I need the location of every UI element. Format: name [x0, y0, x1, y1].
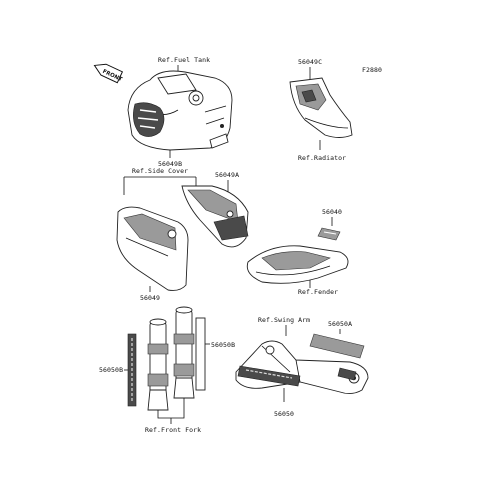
ref-fender-label: Ref.Fender: [298, 288, 338, 296]
ref-fuel-tank-label: Ref.Fuel Tank: [158, 56, 210, 64]
front-arrow-icon: FRONT: [93, 63, 123, 84]
radiator-shroud-part: [289, 77, 353, 138]
side-cover-right-part: [181, 185, 249, 248]
decal-56050-part: [237, 365, 301, 387]
ref-side-cover-label: Ref.Side Cover: [132, 167, 188, 175]
part-56050-label: 56050: [274, 410, 294, 418]
rear-fender-part: [246, 245, 349, 284]
decal-56050B-left-part: [127, 333, 137, 407]
decal-56049B-part: [133, 102, 165, 137]
leader-line: [157, 398, 185, 424]
decal-56050A-part: [309, 333, 365, 359]
decal-56050B-right-part: [195, 317, 206, 391]
part-56049-label: 56049: [140, 294, 160, 302]
part-56049B-label: 56049B: [158, 160, 182, 168]
part-56040-label: 56040: [322, 208, 342, 216]
part-56050A-label: 56050A: [328, 320, 352, 328]
ref-swing-arm-label: Ref.Swing Arm: [258, 316, 310, 324]
fork-tube-left-part: [147, 318, 169, 411]
part-56049A-label: 56049A: [215, 171, 239, 179]
part-56050B-left-label: 56050B: [99, 366, 123, 374]
part-56049C-label: 56049C: [298, 58, 322, 66]
ref-front-fork-label: Ref.Front Fork: [145, 426, 201, 434]
part-56050B-right-label: 56050B: [211, 341, 235, 349]
fork-tube-right-part: [173, 306, 195, 399]
figure-id: F2880: [362, 66, 382, 74]
ref-radiator-label: Ref.Radiator: [298, 154, 346, 162]
side-cover-left-part: [116, 206, 189, 291]
decal-56040-part: [317, 227, 341, 241]
